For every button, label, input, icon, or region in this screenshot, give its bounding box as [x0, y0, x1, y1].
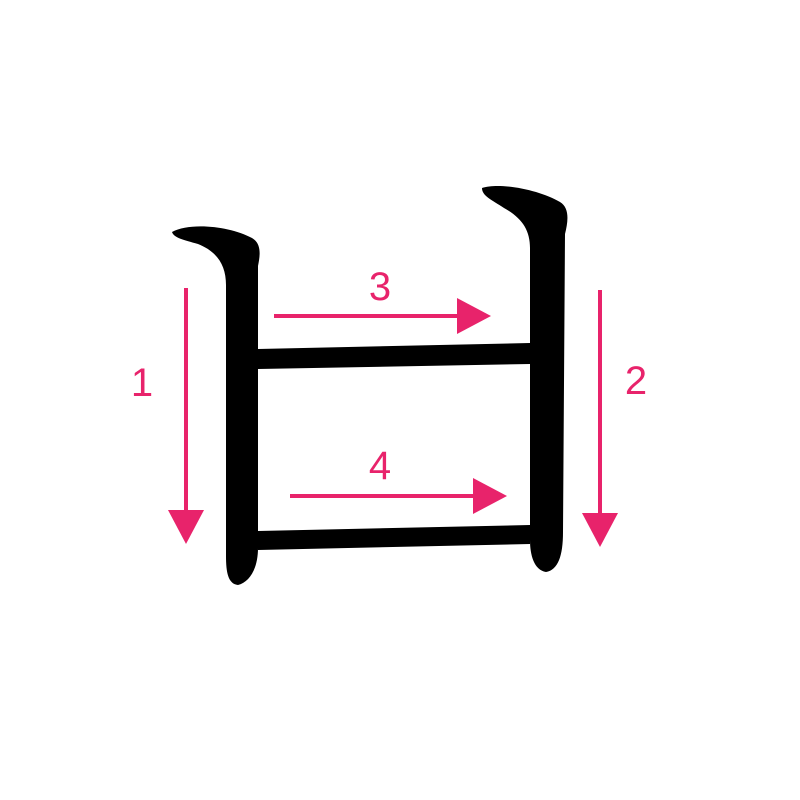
- arrow-stroke-4: [290, 478, 507, 514]
- stroke-number-4: 4: [369, 444, 391, 488]
- glyph-stroke-right-vertical: [482, 185, 568, 572]
- character-glyph: [172, 185, 568, 585]
- arrow-stroke-1: [168, 288, 204, 544]
- glyph-stroke-upper-horizontal: [258, 343, 530, 369]
- stroke-number-1: 1: [131, 361, 153, 405]
- stroke-number-3: 3: [369, 265, 391, 309]
- stroke-number-2: 2: [625, 359, 647, 403]
- arrow-stroke-2: [582, 290, 618, 547]
- glyph-stroke-lower-horizontal: [258, 525, 530, 550]
- arrow-stroke-3: [274, 298, 491, 334]
- glyph-stroke-left-vertical: [172, 226, 260, 585]
